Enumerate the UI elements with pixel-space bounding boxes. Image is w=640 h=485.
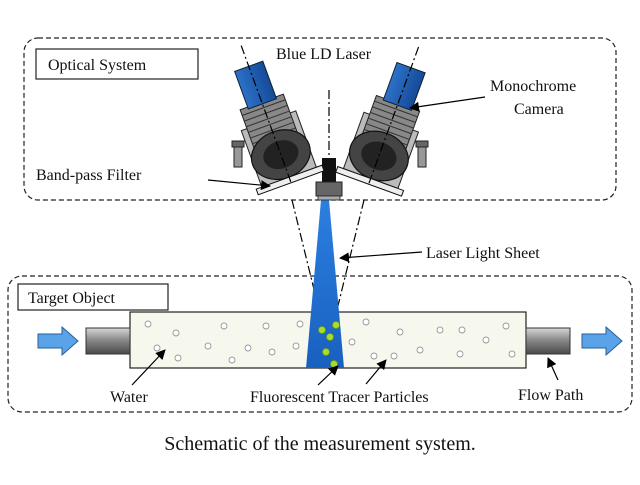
leader-arrows [131,96,559,386]
target-object-label: Target Object [28,290,116,307]
outlet-pipe [525,327,571,355]
laser-body [322,158,336,182]
left-camera [233,45,325,196]
optical-system-box [23,37,617,201]
flow-path-label: Flow Path [518,387,583,404]
water-label: Water [110,389,148,406]
right-camera-view-line [333,199,365,323]
camera-label-line1: Monochrome [490,78,576,95]
light-sheet-label: Laser Light Sheet [426,245,540,262]
flow-path-leader-arrow [547,357,559,381]
filter-label: Band-pass Filter [36,167,142,184]
camera-leader-arrow [409,96,486,112]
laser-aperture [317,195,341,201]
filter-leader-arrow [207,179,271,191]
optical-system-label-box [35,48,199,80]
water-leader-arrow [131,349,166,386]
laser-label: Blue LD Laser [276,46,372,63]
camera-label-line2: Camera [514,101,564,118]
target-object-label-box [17,283,169,311]
particles-label: Fluorescent Tracer Particles [250,389,429,406]
figure-caption: Schematic of the measurement system. [164,433,476,455]
light-sheet-leader-arrow [339,251,423,263]
optical-system-label: Optical System [48,57,147,74]
inlet-pipe [85,327,131,355]
laser-head [315,181,343,197]
particles-leader-arrow-1 [317,365,339,386]
laser-light-sheet [306,200,344,368]
outlet-flow-arrow [581,325,623,357]
inlet-flow-arrow [37,325,79,357]
particles-leader-arrow-2 [365,359,387,385]
right-camera [335,46,426,197]
left-camera-mount [231,140,245,168]
right-camera-mount [415,140,429,168]
